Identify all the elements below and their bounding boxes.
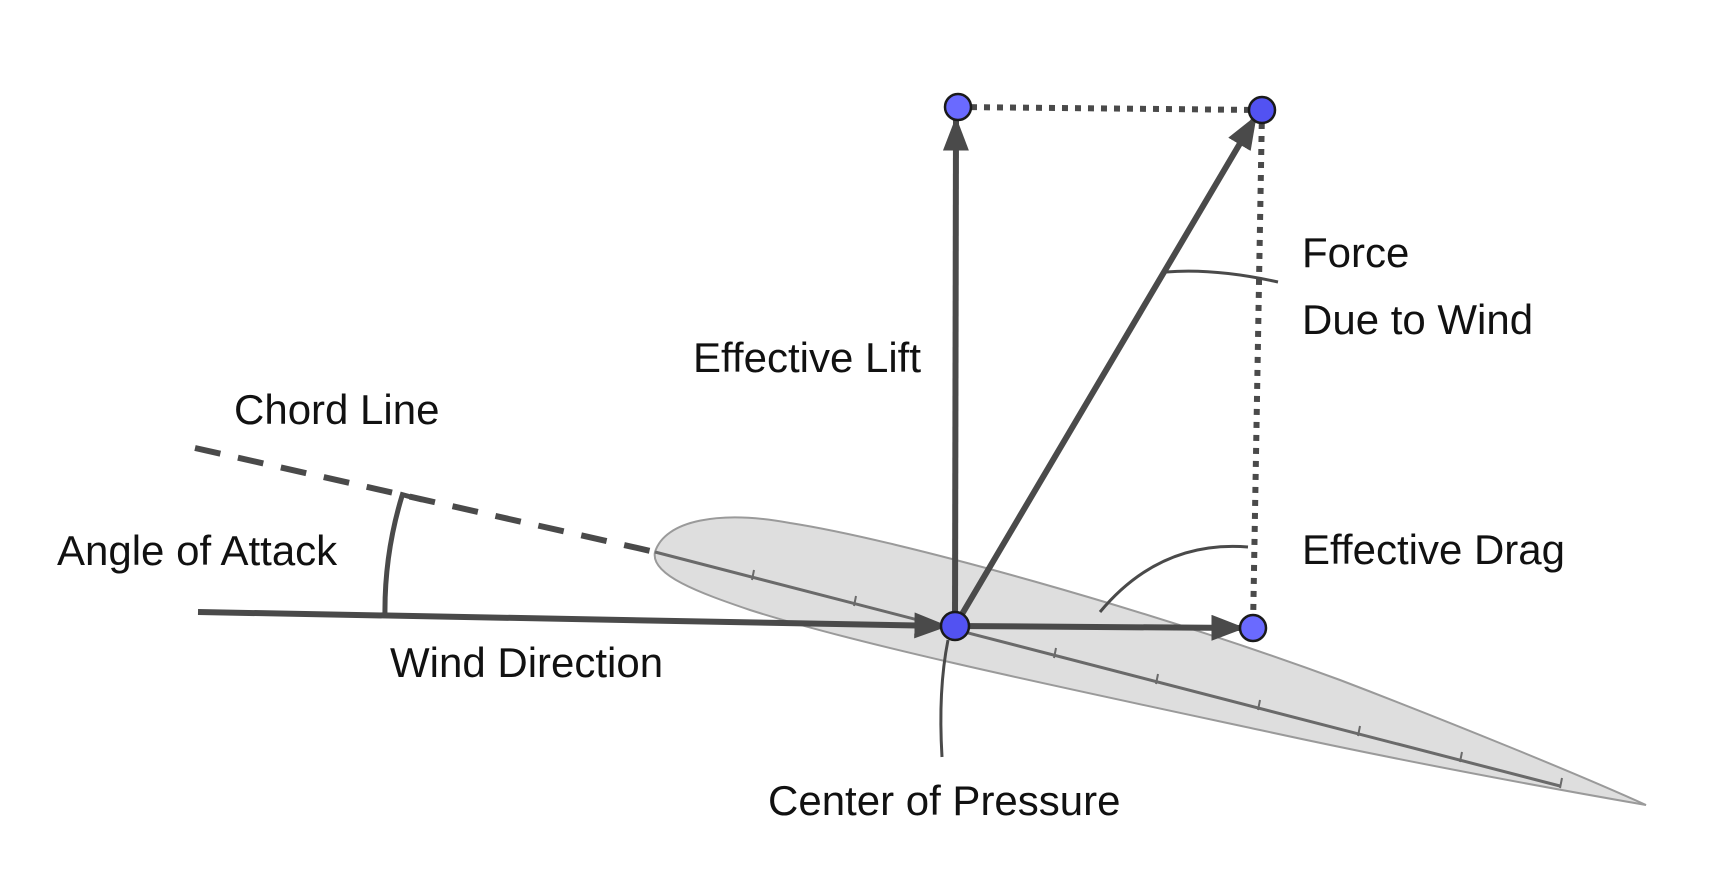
center-of-pressure-label: Center of Pressure xyxy=(768,777,1121,824)
wind-direction-line xyxy=(197,609,949,639)
effective-drag-label: Effective Drag xyxy=(1302,526,1565,573)
angle-of-attack-label: Angle of Attack xyxy=(57,527,338,574)
wind-direction-label: Wind Direction xyxy=(390,639,663,686)
force-due-to-wind-arrow xyxy=(952,115,1258,628)
angle-of-attack-tick xyxy=(399,491,423,503)
force-endpoint[interactable] xyxy=(1247,95,1277,125)
effective-drag-arrow xyxy=(954,614,1246,641)
dotted-top-line xyxy=(957,104,1263,113)
center-pressure-leader-curve xyxy=(939,639,950,758)
drag-endpoint[interactable] xyxy=(1238,613,1268,643)
effective-lift-arrow xyxy=(942,116,969,627)
effective-lift-label: Effective Lift xyxy=(693,334,921,381)
force-label-line2: Due to Wind xyxy=(1302,296,1533,343)
airfoil-shape xyxy=(653,516,1647,806)
angle-of-attack-arc xyxy=(382,495,405,618)
center-of-pressure-point[interactable] xyxy=(939,610,971,642)
force-leader-curve xyxy=(1165,269,1279,284)
dotted-right-line xyxy=(1250,109,1265,629)
chord-axis xyxy=(654,550,1561,788)
force-label-line1: Force xyxy=(1302,229,1409,276)
chord-line xyxy=(194,445,656,555)
chord-ticks xyxy=(751,569,1563,789)
lift-endpoint[interactable] xyxy=(943,92,973,122)
drag-leader-curve xyxy=(1098,544,1249,613)
chord-line-label: Chord Line xyxy=(234,386,439,433)
